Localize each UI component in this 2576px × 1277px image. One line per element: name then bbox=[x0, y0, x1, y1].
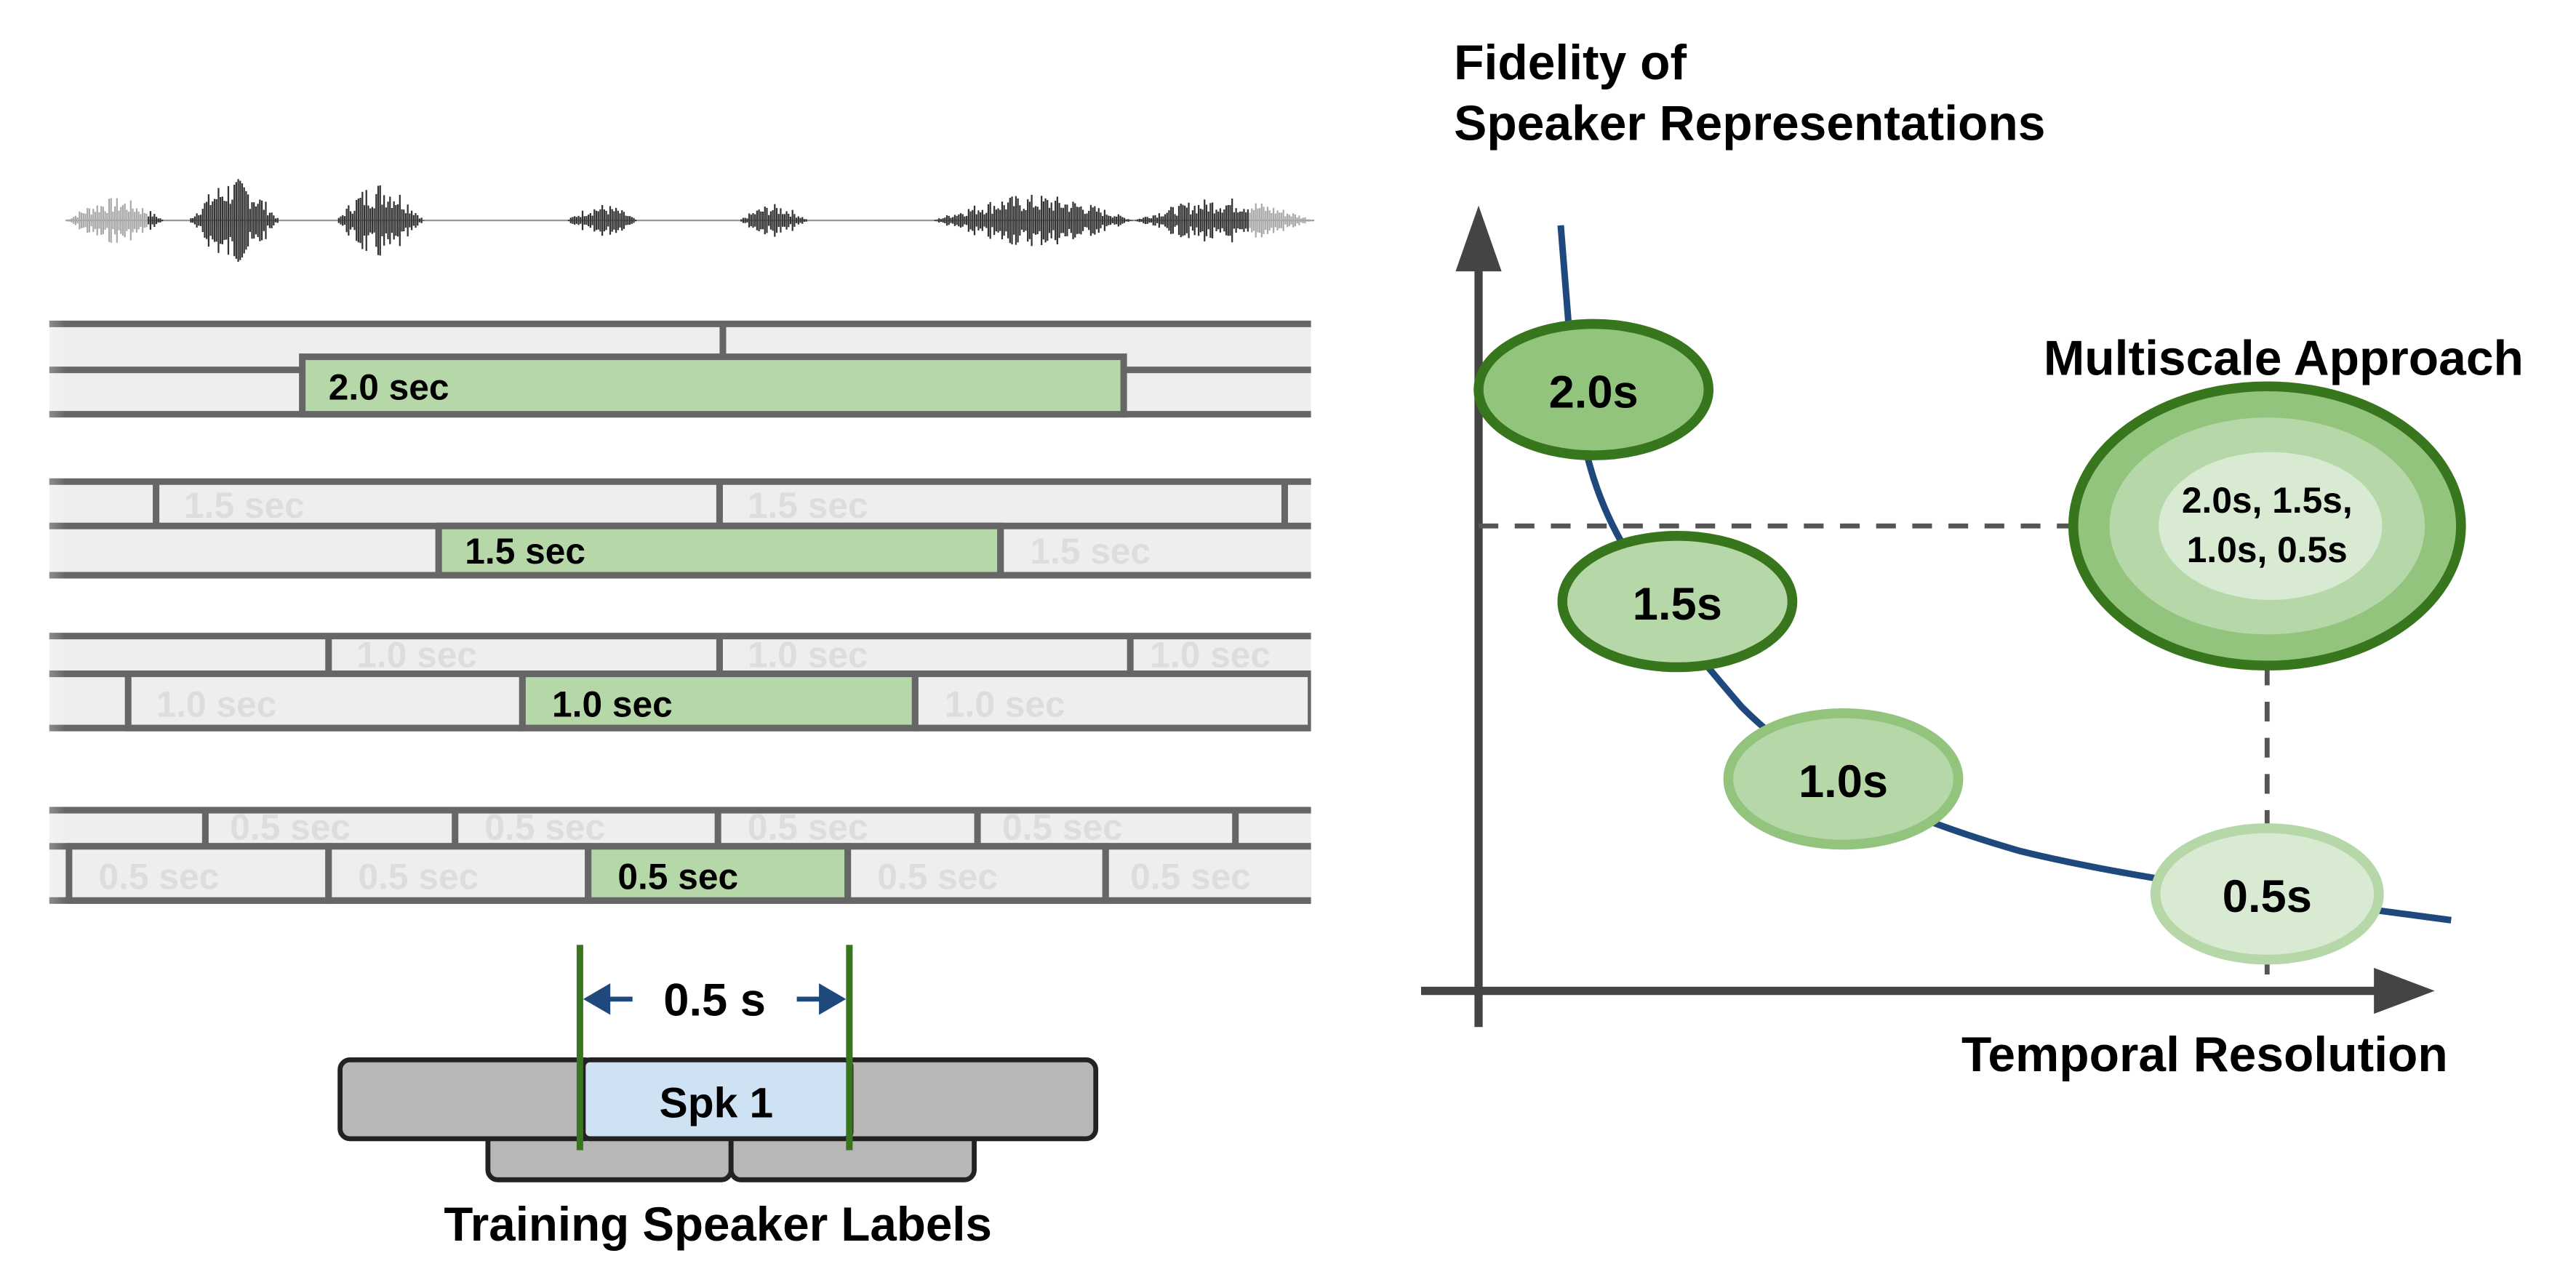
training-speaker-labels: Spk 1 0.5 s Training Speaker Labels bbox=[337, 945, 1099, 1251]
ghost-label: 0.5 sec bbox=[99, 856, 220, 897]
segment-label: 1.5 sec bbox=[465, 531, 585, 572]
y-axis-title: Speaker Representations bbox=[1454, 96, 2045, 151]
ghost-label: 1.5 sec bbox=[1030, 531, 1151, 572]
active-segment-2.0 bbox=[299, 353, 1127, 418]
ghost-label: 1.5 sec bbox=[184, 485, 305, 526]
multiscale-title: Multiscale Approach bbox=[2044, 331, 2524, 385]
scale-point-label: 1.5s bbox=[1633, 579, 1722, 630]
speaker-label: Spk 1 bbox=[660, 1079, 774, 1126]
audio-waveform bbox=[65, 179, 1315, 262]
fidelity-vs-resolution-plot: Fidelity of Speaker Representations Temp… bbox=[1420, 36, 2524, 1082]
ghost-label: 0.5 sec bbox=[230, 807, 351, 848]
scale-row-0.5: 0.5 sec 0.5 sec 0.5 sec 0.5 sec 0.5 sec … bbox=[49, 806, 1318, 904]
y-axis-title: Fidelity of bbox=[1454, 36, 1687, 90]
ghost-label: 1.5 sec bbox=[748, 485, 868, 526]
ghost-label: 0.5 sec bbox=[1002, 807, 1123, 848]
scale-point-label: 1.0s bbox=[1799, 756, 1888, 807]
segment-label: 2.0 sec bbox=[329, 367, 449, 407]
ghost-label: 0.5 sec bbox=[358, 856, 479, 897]
ghost-label: 1.0 sec bbox=[945, 684, 1065, 724]
scale-point-label: 2.0s bbox=[1549, 367, 1639, 418]
ghost-label: 1.0 sec bbox=[1150, 635, 1271, 676]
scale-point-1.5: 1.5s bbox=[1557, 531, 1798, 673]
ghost-label: 0.5 sec bbox=[1130, 856, 1251, 897]
segment-label: 1.0 sec bbox=[552, 684, 673, 724]
ghost-label: 0.5 sec bbox=[484, 807, 605, 848]
multiscale-ellipse: 2.0s, 1.5s, 1.0s, 0.5s bbox=[2068, 381, 2466, 671]
ghost-label: 0.5 sec bbox=[748, 807, 868, 848]
ghost-label: 0.5 sec bbox=[877, 856, 998, 897]
ghost-label: 1.0 sec bbox=[356, 635, 477, 676]
scale-point-label: 0.5s bbox=[2223, 871, 2312, 922]
scale-row-1.0: 1.0 sec 1.0 sec 1.0 sec 1.0 sec 1.0 sec … bbox=[49, 633, 1315, 732]
multiscale-label: 1.0s, 0.5s bbox=[2187, 529, 2348, 570]
double-arrow-icon bbox=[583, 983, 847, 1015]
active-segment-0.5 bbox=[585, 843, 852, 904]
scale-row-2.0: 2.0 sec bbox=[49, 320, 1315, 418]
scale-row-1.5: 1.5 sec 1.5 sec 1.5 sec 1.5 sec bbox=[49, 478, 1315, 579]
x-axis-title: Temporal Resolution bbox=[1961, 1028, 2448, 1082]
arrow-up-icon bbox=[1455, 205, 1502, 272]
arrow-right-icon bbox=[2374, 967, 2435, 1014]
caption: Training Speaker Labels bbox=[444, 1198, 992, 1251]
active-segment-1.5 bbox=[435, 522, 1004, 579]
segment-label: 0.5 sec bbox=[617, 856, 738, 897]
scale-point-1.0: 1.0s bbox=[1723, 708, 1964, 850]
ghost-label: 1.0 sec bbox=[748, 635, 868, 676]
multiscale-label: 2.0s, 1.5s, bbox=[2182, 480, 2353, 521]
scale-point-2.0: 2.0s bbox=[1473, 319, 1714, 460]
scale-point-0.5: 0.5s bbox=[2150, 823, 2384, 965]
segmentation-rows: 2.0 sec 1.5 sec 1.5 sec 1.5 sec 1.5 sec bbox=[0, 296, 1364, 937]
ghost-label: 1.0 sec bbox=[156, 684, 277, 724]
active-segment-1.0 bbox=[519, 670, 919, 732]
resolution-label: 0.5 s bbox=[663, 974, 766, 1025]
